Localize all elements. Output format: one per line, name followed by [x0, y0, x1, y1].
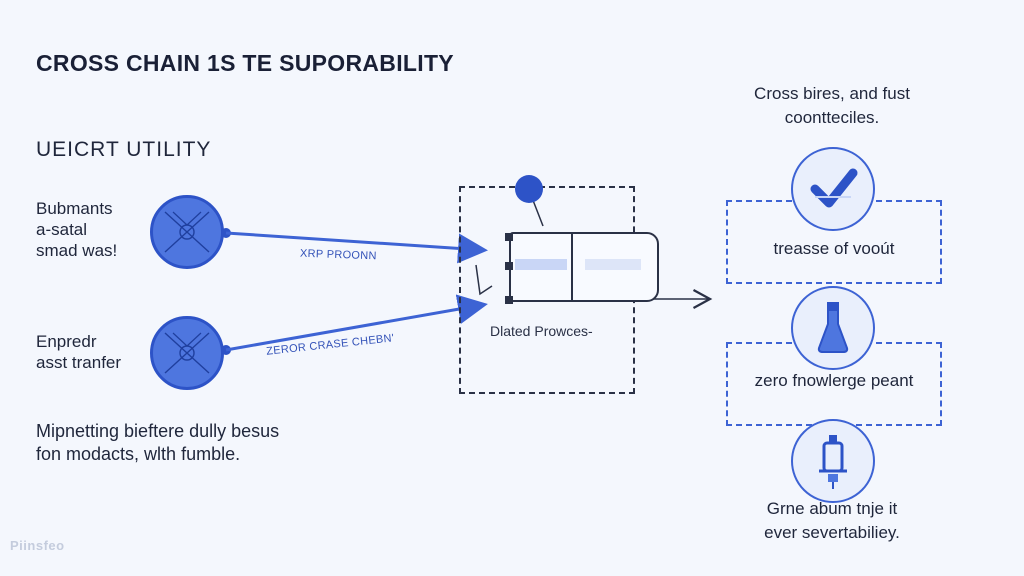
feature-1-label: treasse of vooút — [773, 239, 895, 258]
arrow-2-line — [225, 294, 488, 352]
left-item-2-line-2: asst tranfer — [36, 353, 122, 372]
left-item-1-line-3: smad was! — [36, 241, 118, 260]
bottom-description-line-1: Mipnetting bieftere dully besus — [36, 421, 280, 441]
process-connector-bottom — [505, 296, 513, 304]
process-module-divider — [571, 234, 573, 300]
flask-glyph — [817, 302, 849, 353]
chain-node-1-icon — [150, 195, 224, 269]
left-item-2-line-1: Enpredr — [36, 332, 97, 351]
right-footer-line-1: Grne abum tnje it — [766, 499, 898, 518]
bottom-description: Mipnetting bieftere dully besus fon moda… — [36, 420, 279, 466]
left-item-2-text: Enpredr asst tranfer — [36, 331, 121, 373]
right-footer-text: Grne abum tnje it ever severtabiliey. — [712, 497, 952, 545]
flask-icon — [791, 286, 875, 370]
right-intro-line-1: Cross bires, and fust — [754, 84, 910, 103]
vial-icon — [791, 419, 875, 503]
arrow-1-line — [225, 231, 488, 264]
process-module — [509, 232, 659, 302]
chain-node-2-glyph — [164, 332, 210, 374]
process-label: Dlated Prowces- — [490, 323, 593, 339]
process-pin-icon — [515, 175, 543, 203]
vial-glyph — [819, 435, 847, 489]
section-subtitle: UEICRT UTILITY — [36, 138, 212, 161]
right-intro-text: Cross bires, and fust coontteciles. — [712, 82, 952, 130]
feature-2-label: zero fnowlerge peant — [754, 371, 914, 390]
checkmark-icon — [791, 147, 875, 231]
bottom-description-line-2: fon modacts, wlth fumble. — [36, 444, 241, 464]
process-bar-1 — [515, 259, 567, 270]
chain-node-1-glyph — [164, 211, 210, 253]
left-item-1-text: Bubmants a-satal smad was! — [36, 198, 117, 261]
checkmark-glyph — [810, 168, 858, 208]
watermark-logo: Piinsfeo — [10, 538, 65, 553]
process-connector-top — [505, 233, 513, 241]
input-tick — [475, 264, 493, 296]
left-item-1-line-2: a-satal — [36, 220, 88, 239]
process-connector-mid — [505, 262, 513, 270]
right-intro-line-2: coontteciles. — [784, 108, 880, 127]
process-bar-2 — [585, 259, 641, 270]
page-title: CROSS CHAIN 1S TE SUPORABILITY — [36, 50, 454, 76]
right-footer-line-2: ever severtabiliey. — [764, 523, 900, 542]
left-item-1-line-1: Bubmants — [36, 199, 113, 218]
